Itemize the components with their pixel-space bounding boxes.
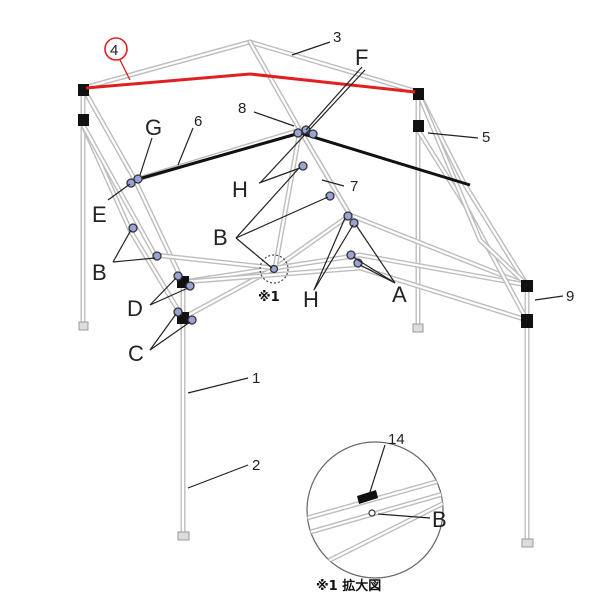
corner-bracket-back-left — [78, 84, 89, 96]
label-a: A — [392, 282, 407, 307]
label-g: G — [145, 115, 162, 140]
knob-b-left-2 — [152, 251, 162, 261]
part-14-bracket — [357, 490, 378, 504]
label-e: E — [92, 202, 107, 227]
slider-front-right — [521, 314, 533, 328]
knob-h-low-1 — [343, 211, 353, 221]
label-part-5: 5 — [482, 129, 490, 146]
label-group: 4 3 8 6 5 7 9 1 2 G E F H B B D C H A ※1 — [92, 29, 574, 474]
knob-note-1 — [269, 264, 279, 274]
label-h-top: H — [232, 177, 248, 202]
label-part-6: 6 — [194, 113, 202, 130]
zoom-circle — [306, 441, 444, 579]
foot-back-right — [412, 323, 424, 333]
label-part-14: 14 — [388, 431, 405, 448]
label-part-7: 7 — [350, 178, 358, 195]
label-part-8: 8 — [238, 100, 246, 117]
note-1-marker-circle — [259, 254, 289, 284]
slider-back-left — [78, 114, 89, 126]
label-part-3: 3 — [333, 29, 341, 46]
zoom-inset: 14 B ※1 拡大図 — [306, 431, 447, 594]
label-h-low: H — [303, 287, 319, 312]
label-b-left: B — [92, 260, 107, 285]
corner-bracket-front-right — [521, 280, 533, 292]
label-d: D — [127, 296, 143, 321]
zoom-caption: ※1 拡大図 — [316, 578, 381, 594]
knob-h-top — [298, 161, 308, 171]
part-4-highlight-ring — [104, 37, 128, 61]
label-part-1: 1 — [252, 370, 260, 387]
label-note-1: ※1 — [258, 290, 280, 305]
label-b-center: B — [213, 225, 228, 250]
highlighted-bar-4 — [85, 72, 416, 94]
label-c: C — [128, 341, 144, 366]
zoom-knob-b — [368, 509, 376, 517]
label-part-2: 2 — [252, 457, 260, 474]
foot-front-left — [177, 531, 190, 541]
knob-b-center — [325, 191, 335, 201]
knob-g — [133, 174, 143, 184]
label-part-4: 4 — [110, 42, 118, 59]
knob-f-1 — [293, 128, 303, 138]
label-b-zoom: B — [432, 507, 447, 532]
corner-bracket-back-right — [413, 88, 424, 100]
slider-back-right — [413, 120, 424, 132]
foot-front-right — [521, 538, 534, 548]
label-f: F — [355, 45, 368, 70]
knob-f-3 — [308, 129, 318, 139]
label-part-9: 9 — [566, 288, 574, 305]
leader-lines — [107, 41, 564, 489]
foot-back-left — [78, 321, 89, 331]
knob-group — [126, 125, 363, 325]
